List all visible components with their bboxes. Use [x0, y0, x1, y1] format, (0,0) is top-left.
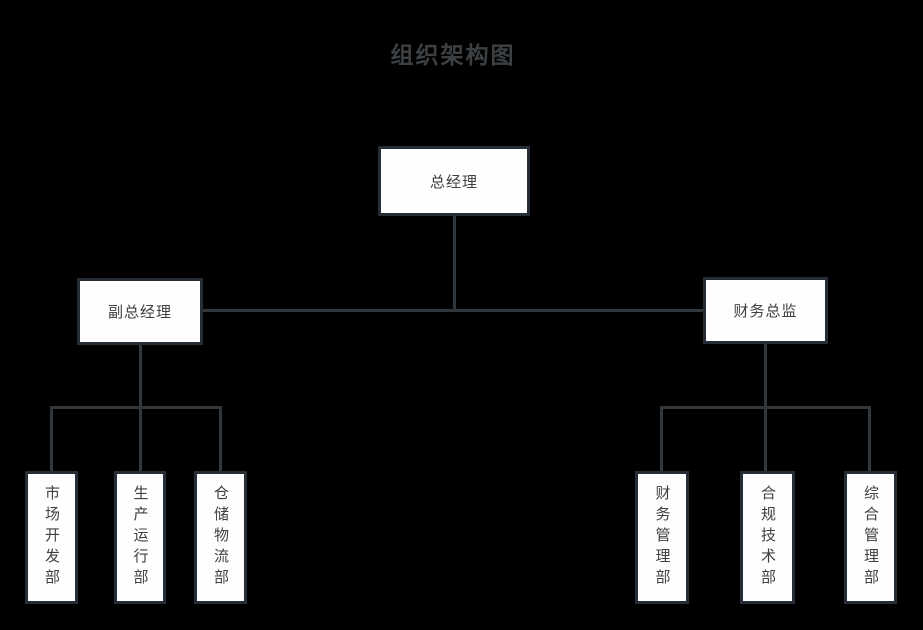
- org-node-deputy-general-manager: 副总经理: [77, 278, 203, 345]
- node-label: 生产运行部: [131, 485, 149, 590]
- diagram-title: 组织架构图: [390, 42, 516, 68]
- node-label: 仓储物流部: [212, 485, 229, 590]
- org-node-warehouse-logistics-dept: 仓储物流部: [194, 471, 247, 604]
- org-node-market-development-dept: 市场开发部: [25, 471, 78, 604]
- connector-left-bus: [50, 406, 222, 409]
- org-node-finance-management-dept: 财务管理部: [635, 471, 689, 604]
- connector-level2-bus: [203, 309, 703, 312]
- connector-right-drop-1: [660, 406, 663, 471]
- node-label: 合规技术部: [759, 485, 776, 590]
- node-label: 综合管理部: [862, 485, 879, 590]
- node-label: 副总经理: [107, 304, 172, 321]
- connector-left-drop-1: [50, 406, 53, 471]
- connector-right-drop-3: [868, 406, 871, 471]
- org-node-general-manager: 总经理: [378, 146, 530, 216]
- org-node-production-operation-dept: 生产运行部: [114, 471, 166, 604]
- node-label: 总经理: [429, 173, 478, 191]
- node-label: 市场开发部: [43, 485, 60, 590]
- org-node-finance-director: 财务总监: [703, 277, 828, 344]
- org-node-general-management-dept: 综合管理部: [844, 471, 897, 604]
- connector-root-drop: [453, 216, 456, 312]
- connector-left-drop-3: [219, 406, 222, 471]
- connector-right-bus: [660, 406, 871, 409]
- org-node-compliance-technology-dept: 合规技术部: [740, 471, 795, 604]
- node-label: 财务管理部: [653, 485, 671, 590]
- node-label: 财务总监: [733, 303, 798, 320]
